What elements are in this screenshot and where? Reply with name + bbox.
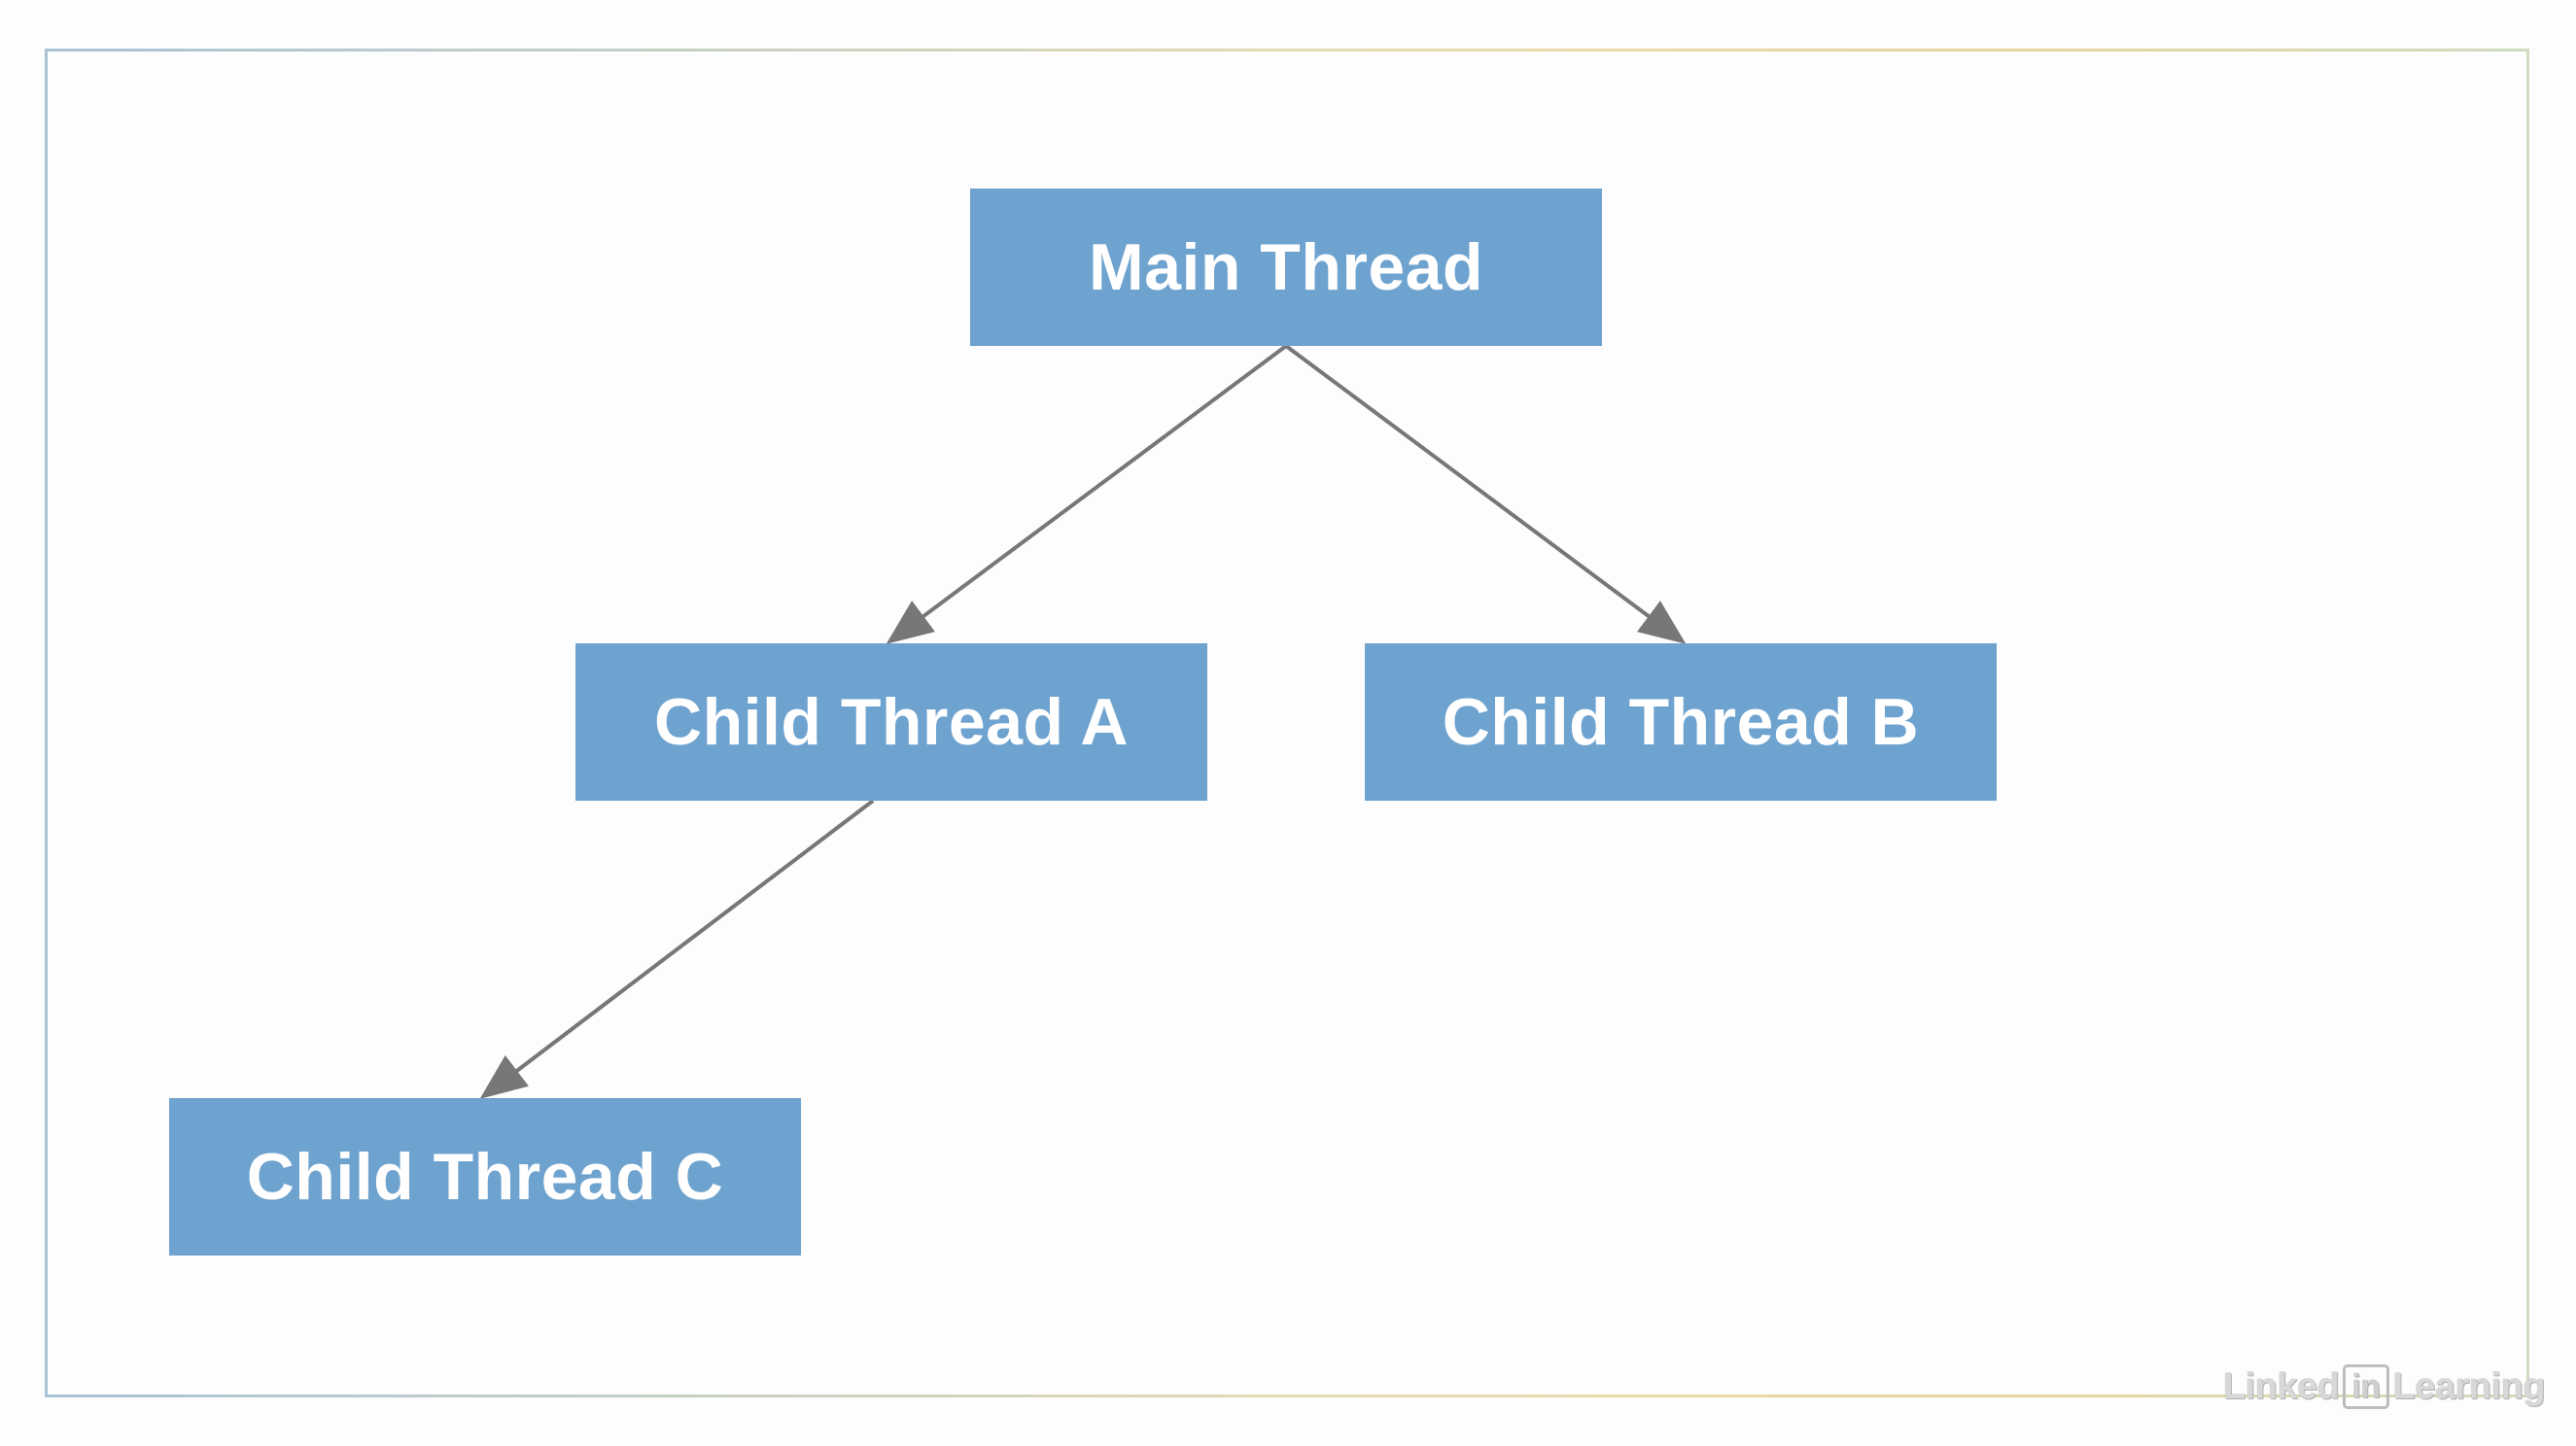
linkedin-learning-watermark: Linked in Learning [2222, 1364, 2546, 1409]
node-main-thread-label: Main Thread [1089, 230, 1483, 304]
node-child-thread-c-label: Child Thread C [246, 1140, 724, 1214]
arrow-main-to-a [886, 344, 1288, 644]
node-child-thread-a-label: Child Thread A [653, 685, 1130, 759]
watermark-learning-text: Learning [2392, 1365, 2546, 1407]
node-child-thread-c: Child Thread C [169, 1098, 801, 1256]
watermark-in-badge: in [2343, 1364, 2389, 1409]
node-child-thread-b: Child Thread B [1365, 643, 1997, 801]
node-child-thread-a: Child Thread A [575, 643, 1207, 801]
node-main-thread: Main Thread [970, 189, 1602, 346]
watermark-linked-text: Linked [2222, 1365, 2340, 1407]
node-child-thread-b-label: Child Thread B [1442, 685, 1920, 759]
arrow-a-to-c [479, 799, 875, 1099]
arrow-main-to-b [1284, 344, 1687, 644]
